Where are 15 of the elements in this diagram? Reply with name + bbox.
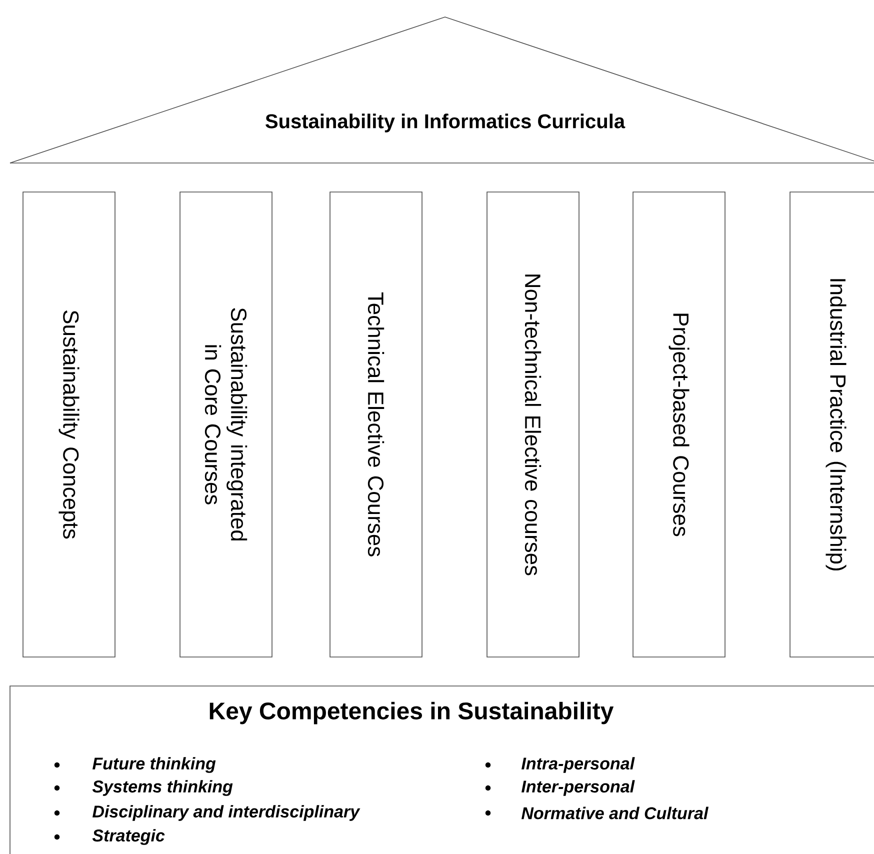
bullet-item: Inter-personal <box>485 780 635 796</box>
bullet-item: Future thinking <box>54 757 216 773</box>
pillar-box: Non-technical Elective courses <box>486 192 580 658</box>
bullet-item: Disciplinary and interdisciplinary <box>54 805 360 821</box>
heading: Key Competencies in Sustainability <box>210 702 614 724</box>
pillar-box: Sustainability Concepts <box>22 192 116 658</box>
bullet-item: Intra-personal <box>485 757 635 773</box>
bullet-item: Normative and Cultural <box>485 806 709 820</box>
pillar-box: Technical Elective Courses <box>330 192 422 658</box>
bullet-item: Systems thinking <box>54 780 233 796</box>
bullet-item: Strategic <box>54 829 165 845</box>
pillar-box: Project-based Courses <box>632 192 726 658</box>
pillar-box: Sustainability integrated in Core Courses <box>180 192 272 658</box>
pillar-box: Industrial Practice (Internship) <box>790 192 874 658</box>
roof-triangle: Sustainability in Informatics Curricula <box>10 16 874 164</box>
